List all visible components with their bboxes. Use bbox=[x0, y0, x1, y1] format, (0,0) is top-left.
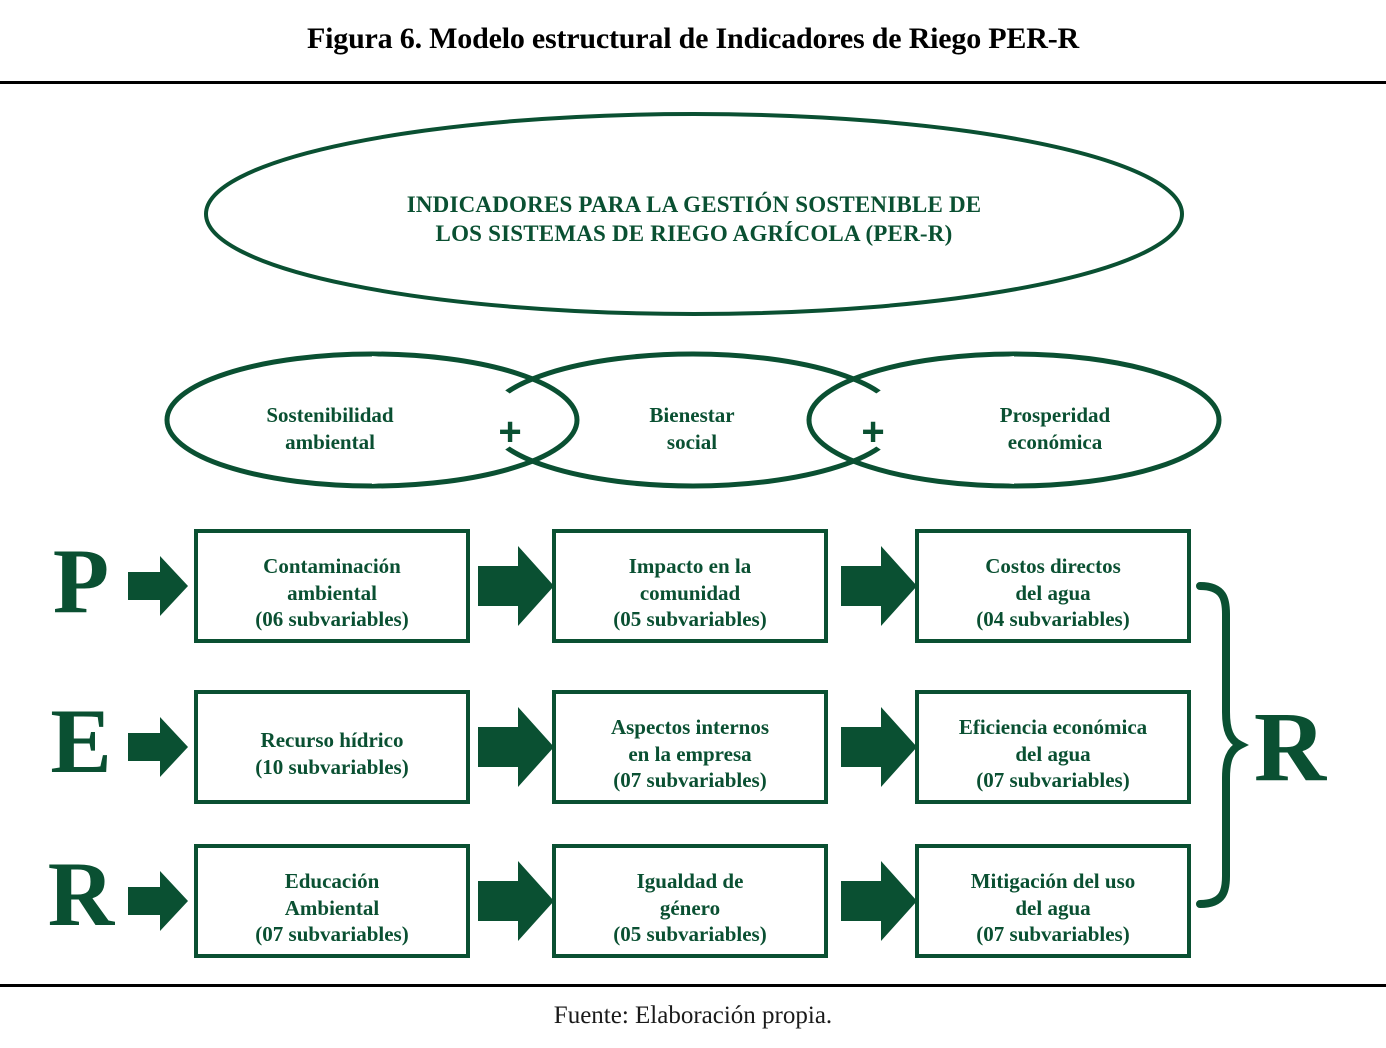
box-r1c1-line-1: Contaminación bbox=[263, 554, 401, 578]
row-letter-e: E bbox=[50, 690, 112, 792]
top-ellipse-line-1: INDICADORES PARA LA GESTIÓN SOSTENIBLE D… bbox=[406, 192, 982, 217]
pillar-label-2: Bienestar social bbox=[562, 402, 822, 457]
pillar-ellipse-3 bbox=[806, 351, 1222, 489]
box-label-row2-col2: Aspectos internos en la empresa (07 subv… bbox=[554, 714, 826, 794]
box-row2-col1[interactable] bbox=[194, 690, 470, 804]
pillar-mask-left bbox=[372, 356, 527, 484]
arrow-row3-letter bbox=[128, 871, 188, 931]
pillar-ellipses-group bbox=[164, 351, 1222, 489]
plus-operator-1: + bbox=[498, 410, 522, 454]
figure-title: Figura 6. Modelo estructural de Indicado… bbox=[307, 22, 1079, 55]
pillar-mask-right bbox=[859, 356, 1014, 484]
arrow-row1-b bbox=[841, 546, 917, 626]
box-label-row1-col3: Costos directos del agua (04 subvariable… bbox=[917, 553, 1189, 633]
box-row1-col2[interactable] bbox=[552, 529, 828, 643]
row-2-group bbox=[128, 690, 1191, 804]
pillar-1-line-2: ambiental bbox=[285, 430, 375, 455]
box-r1c1-line-3: (06 subvariables) bbox=[255, 607, 409, 632]
pillar-label-1: Sostenibilidad ambiental bbox=[200, 402, 460, 457]
row-letter-p: P bbox=[52, 530, 110, 632]
box-r2c3-line-3: (07 subvariables) bbox=[976, 768, 1130, 793]
pillar-1-line-1: Sostenibilidad bbox=[266, 403, 394, 427]
pillar-3-line-1: Prosperidad bbox=[999, 403, 1111, 427]
box-r3c3-line-1: Mitigación del uso bbox=[970, 869, 1136, 893]
arrow-row3-a bbox=[478, 861, 554, 941]
pillar-3-line-2: económica bbox=[1007, 430, 1103, 455]
box-row2-col2[interactable] bbox=[552, 690, 828, 804]
box-r3c1-line-2: Ambiental bbox=[284, 895, 380, 920]
box-label-row3-col3: Mitigación del uso del agua (07 subvaria… bbox=[917, 868, 1189, 948]
pillar-2-line-2: social bbox=[666, 430, 718, 455]
box-r2c2-line-3: (07 subvariables) bbox=[613, 768, 767, 793]
arrow-row1-letter bbox=[128, 556, 188, 616]
top-ellipse-line-2: LOS SISTEMAS DE RIEGO AGRÍCOLA (PER-R) bbox=[435, 221, 953, 247]
box-r2c1-line-1: Recurso hídrico bbox=[260, 728, 404, 752]
plus-operator-2: + bbox=[861, 410, 885, 454]
top-ellipse-shape bbox=[204, 112, 1184, 316]
brace-letter-r: R bbox=[1253, 691, 1327, 802]
pillar-2-line-1: Bienestar bbox=[649, 403, 735, 427]
box-label-row3-col1: Educación Ambiental (07 subvariables) bbox=[196, 868, 468, 948]
row-3-group bbox=[128, 844, 1191, 958]
box-r3c1-line-3: (07 subvariables) bbox=[255, 922, 409, 947]
box-label-row2-col1: Recurso hídrico (10 subvariables) bbox=[196, 727, 468, 780]
arrow-row1-a bbox=[478, 546, 554, 626]
box-r2c3-line-2: del agua bbox=[1015, 741, 1091, 766]
box-row3-col1[interactable] bbox=[194, 844, 470, 958]
box-r3c2-line-3: (05 subvariables) bbox=[613, 922, 767, 947]
box-r3c2-line-2: género bbox=[659, 895, 721, 920]
arrow-row3-b bbox=[841, 861, 917, 941]
box-r3c1-line-1: Educación bbox=[284, 869, 380, 893]
pillar-label-3: Prosperidad económica bbox=[925, 402, 1185, 457]
box-r3c3-line-2: del agua bbox=[1015, 895, 1091, 920]
arrow-row2-b bbox=[841, 707, 917, 787]
box-label-row1-col1: Contaminación ambiental (06 subvariables… bbox=[196, 553, 468, 633]
box-r1c3-line-3: (04 subvariables) bbox=[976, 607, 1130, 632]
arrow-row2-letter bbox=[128, 717, 188, 777]
box-r1c2-line-3: (05 subvariables) bbox=[613, 607, 767, 632]
box-row2-col3[interactable] bbox=[915, 690, 1191, 804]
box-r1c2-line-1: Impacto en la bbox=[628, 554, 752, 578]
box-row3-col3[interactable] bbox=[915, 844, 1191, 958]
box-r3c2-line-1: Igualdad de bbox=[636, 869, 744, 893]
row-letter-r: R bbox=[47, 843, 115, 945]
box-label-row1-col2: Impacto en la comunidad (05 subvariables… bbox=[554, 553, 826, 633]
box-label-row3-col2: Igualdad de género (05 subvariables) bbox=[554, 868, 826, 948]
box-r1c1-line-2: ambiental bbox=[287, 580, 377, 605]
box-r2c1-line-2: (10 subvariables) bbox=[255, 754, 409, 779]
box-row1-col3[interactable] bbox=[915, 529, 1191, 643]
box-label-row2-col3: Eficiencia económica del agua (07 subvar… bbox=[917, 714, 1189, 794]
box-r2c2-line-1: Aspectos internos bbox=[610, 715, 770, 739]
box-r2c2-line-2: en la empresa bbox=[628, 741, 752, 766]
box-r1c2-line-2: comunidad bbox=[639, 580, 741, 605]
box-r3c3-line-3: (07 subvariables) bbox=[976, 922, 1130, 947]
box-r1c3-line-2: del agua bbox=[1015, 580, 1091, 605]
bottom-divider-rule bbox=[0, 984, 1386, 987]
box-row1-col1[interactable] bbox=[194, 529, 470, 643]
right-curly-brace bbox=[1196, 582, 1249, 908]
arrow-row2-a bbox=[478, 707, 554, 787]
top-divider-rule bbox=[0, 81, 1386, 84]
pillar-ellipse-1 bbox=[164, 351, 580, 489]
box-r2c3-line-1: Eficiencia económica bbox=[958, 715, 1148, 739]
box-r1c3-line-1: Costos directos bbox=[985, 554, 1121, 578]
row-1-group bbox=[128, 529, 1191, 643]
figure-source-note: Fuente: Elaboración propia. bbox=[553, 1002, 833, 1029]
top-ellipse-label: INDICADORES PARA LA GESTIÓN SOSTENIBLE D… bbox=[260, 190, 1128, 249]
box-row3-col2[interactable] bbox=[552, 844, 828, 958]
